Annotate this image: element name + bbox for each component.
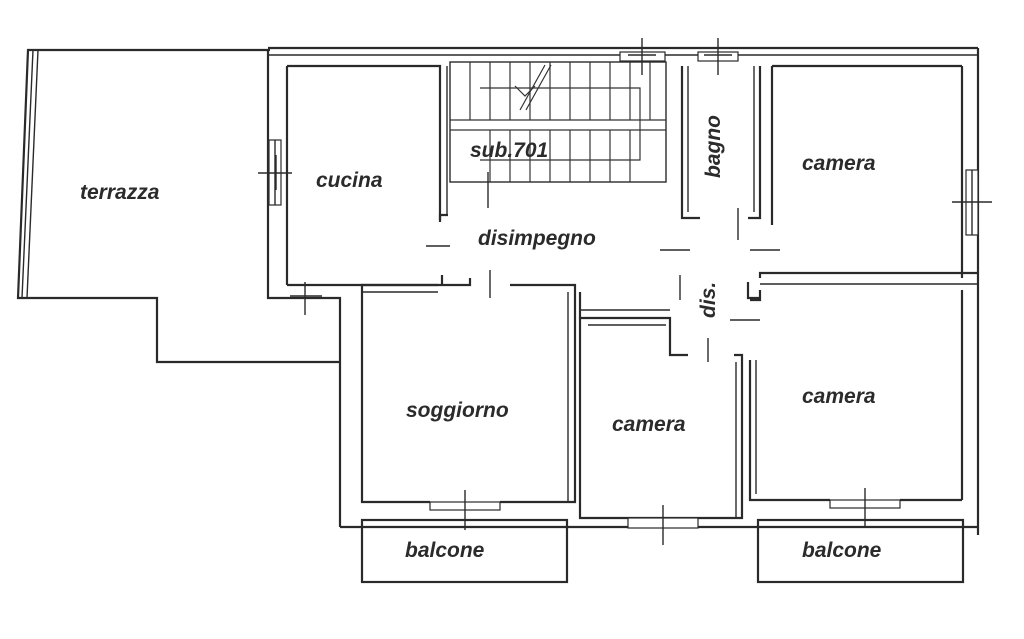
stair-block: [449, 61, 667, 183]
corridor-marks: [426, 172, 780, 362]
label-sub: sub.701: [470, 139, 549, 162]
living-room-walls: [360, 283, 577, 504]
window-top-stair: [619, 38, 666, 75]
label-camera-center: camera: [612, 413, 686, 436]
label-camera-top: camera: [802, 152, 876, 175]
label-balcone-left: balcone: [405, 539, 485, 562]
label-camera-right: camera: [802, 385, 876, 408]
label-balcone-right: balcone: [802, 539, 882, 562]
window-center: [627, 505, 699, 545]
bathroom-walls: [680, 66, 762, 220]
label-dis: dis.: [697, 281, 720, 318]
kitchen-walls: [285, 64, 472, 287]
window-living: [429, 490, 501, 530]
label-terrazza: terrazza: [80, 181, 160, 204]
label-bagno: bagno: [702, 115, 725, 178]
window-bottom-right: [829, 488, 901, 528]
bedroom-top-right-walls: [758, 64, 978, 285]
balcony-left-box: [360, 518, 569, 584]
window-top-bath: [697, 38, 739, 75]
window-terrace: [290, 282, 322, 315]
balcony-right-box: [756, 518, 965, 584]
label-soggiorno: soggiorno: [406, 399, 509, 422]
bedroom-bottom-right-walls: [748, 290, 964, 502]
window-kitchen: [258, 139, 292, 206]
window-right: [952, 169, 992, 236]
label-disimpegno: disimpegno: [478, 227, 596, 250]
bedroom-center-walls: [578, 292, 744, 520]
terrace-outline: [16, 48, 340, 364]
label-cucina: cucina: [316, 169, 383, 192]
